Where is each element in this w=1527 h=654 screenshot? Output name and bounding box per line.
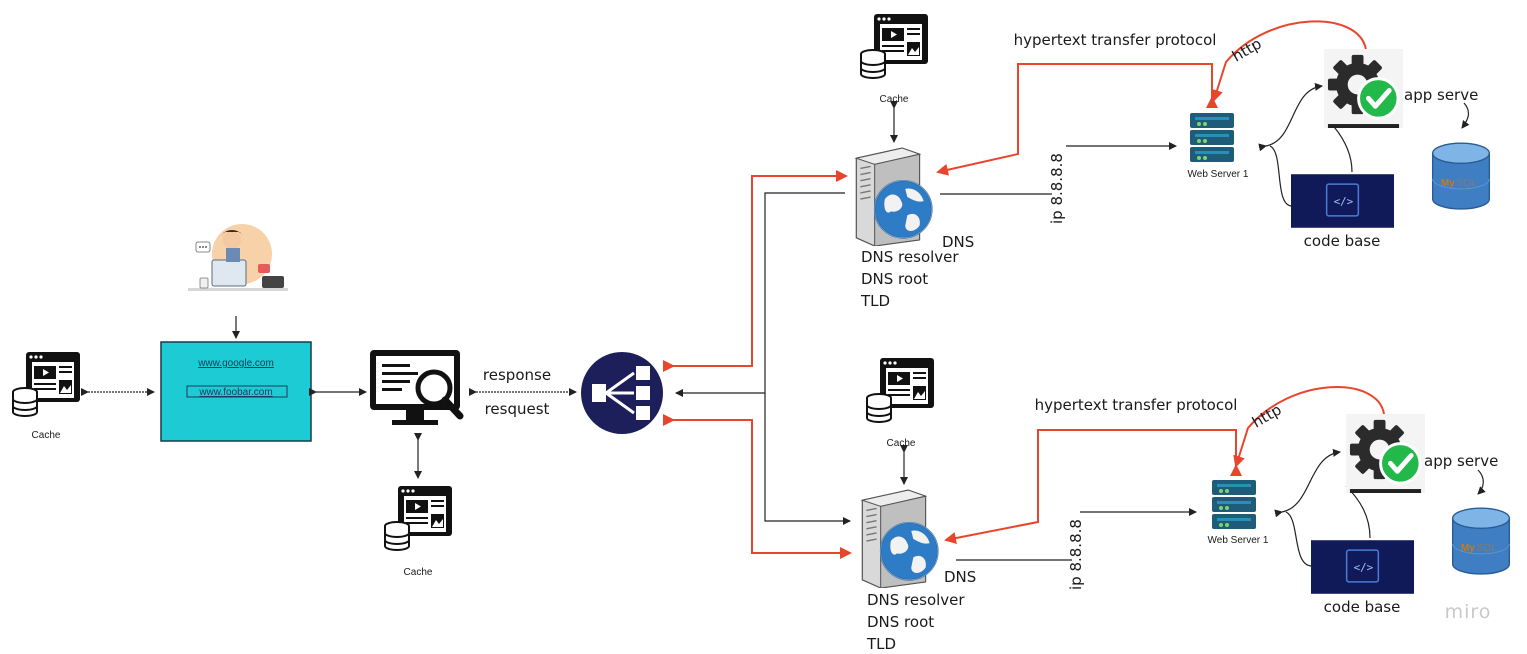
http-label-bottom: http <box>1249 400 1285 431</box>
code-base-label-top: code base <box>1304 232 1381 250</box>
developer-illustration <box>187 223 289 292</box>
http-curve-top <box>1211 20 1367 102</box>
dns-root-top: DNS root <box>861 270 928 288</box>
ip-label-bottom: ip 8.8.8.8 <box>1067 519 1085 590</box>
cache-label-left: Cache <box>32 430 61 441</box>
protocol-label-bottom: hypertext transfer protocol <box>1035 396 1238 414</box>
client-search-icon <box>370 350 460 425</box>
dns-label-bottom: DNS <box>944 568 976 586</box>
mysql-db-icon-bottom <box>1451 507 1511 575</box>
edge-app-db-top <box>1461 102 1470 129</box>
browser-panel <box>160 341 312 442</box>
dns-resolver-top: DNS resolver <box>861 248 959 266</box>
app-server-label-top: app serve <box>1404 86 1478 104</box>
code-base-icon-bottom <box>1311 540 1414 594</box>
protocol-label-top: hypertext transfer protocol <box>1014 31 1217 49</box>
code-base-icon-top <box>1291 174 1394 228</box>
response-label: response <box>483 366 551 384</box>
cache-icon-left <box>12 351 81 417</box>
dns-resolver-bottom: DNS resolver <box>867 591 965 609</box>
edge-balancer-dns-bottom <box>764 393 851 525</box>
red-edge-balancer-dns-bottom <box>663 414 852 559</box>
http-curve-bottom <box>1233 386 1385 468</box>
web-server-icon-bottom <box>1212 480 1256 529</box>
web-server-label-bottom: Web Server 1 <box>1208 535 1269 546</box>
web-server-icon-top <box>1190 113 1234 162</box>
edge-app-code-bottom <box>1345 485 1371 539</box>
mysql-db-icon-top <box>1431 142 1491 210</box>
edge-webserver-code-top <box>1269 145 1293 207</box>
link-foobar-box <box>186 385 288 398</box>
code-base-label-bottom: code base <box>1324 598 1401 616</box>
red-edge-webserver-dns-bottom <box>944 429 1242 544</box>
edge-dns-top-balancer <box>675 192 845 397</box>
web-server-label-top: Web Server 1 <box>1188 169 1249 180</box>
miro-watermark: miro <box>1445 601 1492 623</box>
ip-label-top: ip 8.8.8.8 <box>1048 153 1066 224</box>
cache-icon-mid-dns <box>866 357 935 423</box>
cache-icon-top-dns <box>860 13 929 79</box>
load-balancer-icon <box>581 352 663 434</box>
dns-label-top: DNS <box>942 233 974 251</box>
tld-top: TLD <box>860 292 890 310</box>
edge-app-db-bottom <box>1477 469 1486 495</box>
app-server-icon-bottom <box>1346 414 1425 493</box>
link-foobar[interactable]: www.foobar.com <box>198 387 272 398</box>
red-edge-webserver-dns-top <box>936 63 1218 176</box>
tld-bottom: TLD <box>866 635 896 653</box>
dns-root-bottom: DNS root <box>867 613 934 631</box>
red-edge-balancer-dns-top <box>663 170 848 372</box>
cache-label-mid-dns: Cache <box>887 438 916 449</box>
dns-server-icon-bottom <box>861 489 939 588</box>
dns-server-icon-top <box>855 147 933 246</box>
app-server-icon-top <box>1324 49 1403 128</box>
edge-webserver-code-bottom <box>1285 511 1313 567</box>
request-label: resquest <box>485 400 550 418</box>
app-server-label-bottom: app serve <box>1424 452 1498 470</box>
cache-label-bottom: Cache <box>404 567 433 578</box>
link-google[interactable]: www.google.com <box>197 358 274 369</box>
edge-webserver-app-bottom <box>1274 448 1341 518</box>
cache-label-top-dns: Cache <box>880 94 909 105</box>
cache-icon-bottom <box>384 485 453 551</box>
edge-webserver-app-top <box>1258 82 1323 152</box>
http-label-top: http <box>1229 34 1265 65</box>
